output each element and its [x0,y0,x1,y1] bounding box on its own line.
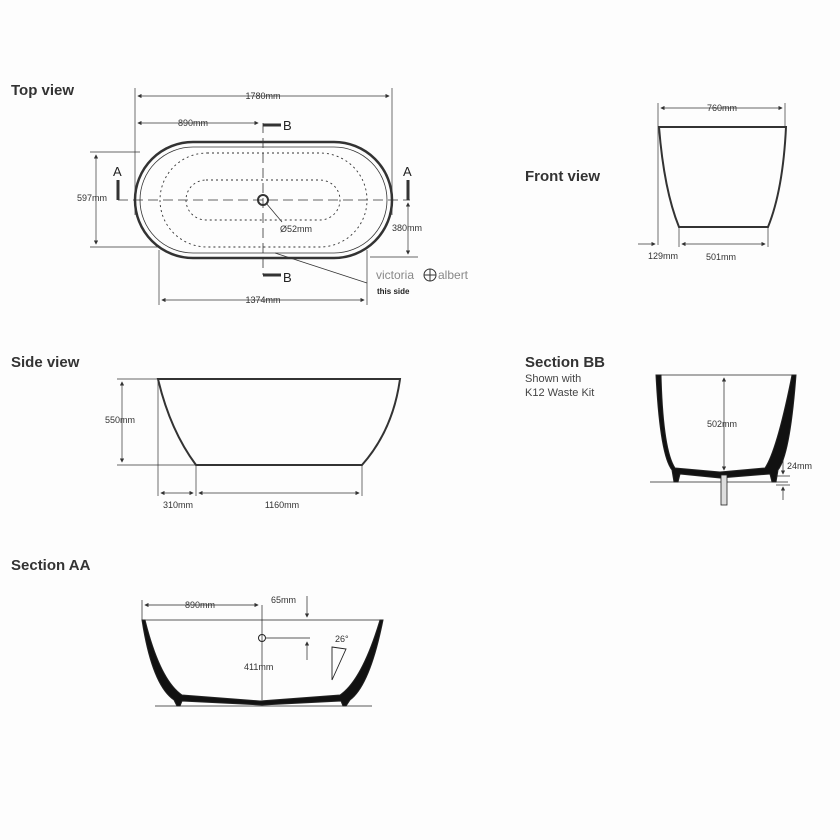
section-a-marker-right: A [403,164,412,179]
section-b-marker-top: B [283,118,292,133]
top-width-label: 597mm [77,193,107,203]
top-view-drawing [90,88,437,305]
brand-victoria: victoria [376,268,414,282]
section-aa-overflow-height-label: 411mm [244,662,273,672]
top-waste-from-end-label: 890mm [178,118,208,128]
section-bb-subtitle-1: Shown with [525,373,582,385]
front-view-drawing [638,103,788,247]
side-height-label: 550mm [105,415,135,425]
front-base-width-label: 501mm [706,252,736,262]
top-length-label: 1780mm [245,91,280,101]
brand-note: this side [377,287,410,296]
section-bb-drawing [650,374,797,506]
section-bb-title: Section BB [525,354,606,371]
top-view-title: Top view [11,82,75,99]
section-bb-depth-label: 502mm [707,419,737,429]
section-aa-overflow-drop-label: 65mm [271,595,296,605]
front-top-width-label: 760mm [707,103,737,113]
top-half-width-label: 380mm [392,223,422,233]
front-view-title: Front view [525,168,601,185]
section-a-marker-left: A [113,164,122,179]
section-aa-backrest-angle-label: 26° [335,634,349,644]
section-aa-drawing [141,596,384,707]
side-offset-label: 310mm [163,500,193,510]
side-view-drawing [117,378,402,496]
section-bb-subtitle-2: K12 Waste Kit [525,387,595,399]
top-base-length-label: 1374mm [245,295,280,305]
side-base-length-label: 1160mm [265,500,299,510]
waste-diameter-label: Ø52mm [280,224,312,234]
section-bb-waste-height-label: 24mm [787,461,812,471]
brand-albert: albert [438,268,469,282]
section-b-marker-bottom: B [283,270,292,285]
front-offset-label: 129mm [648,251,678,261]
section-aa-waste-from-end-label: 890mm [185,600,215,610]
side-view-title: Side view [11,354,80,371]
section-aa-title: Section AA [11,557,91,574]
